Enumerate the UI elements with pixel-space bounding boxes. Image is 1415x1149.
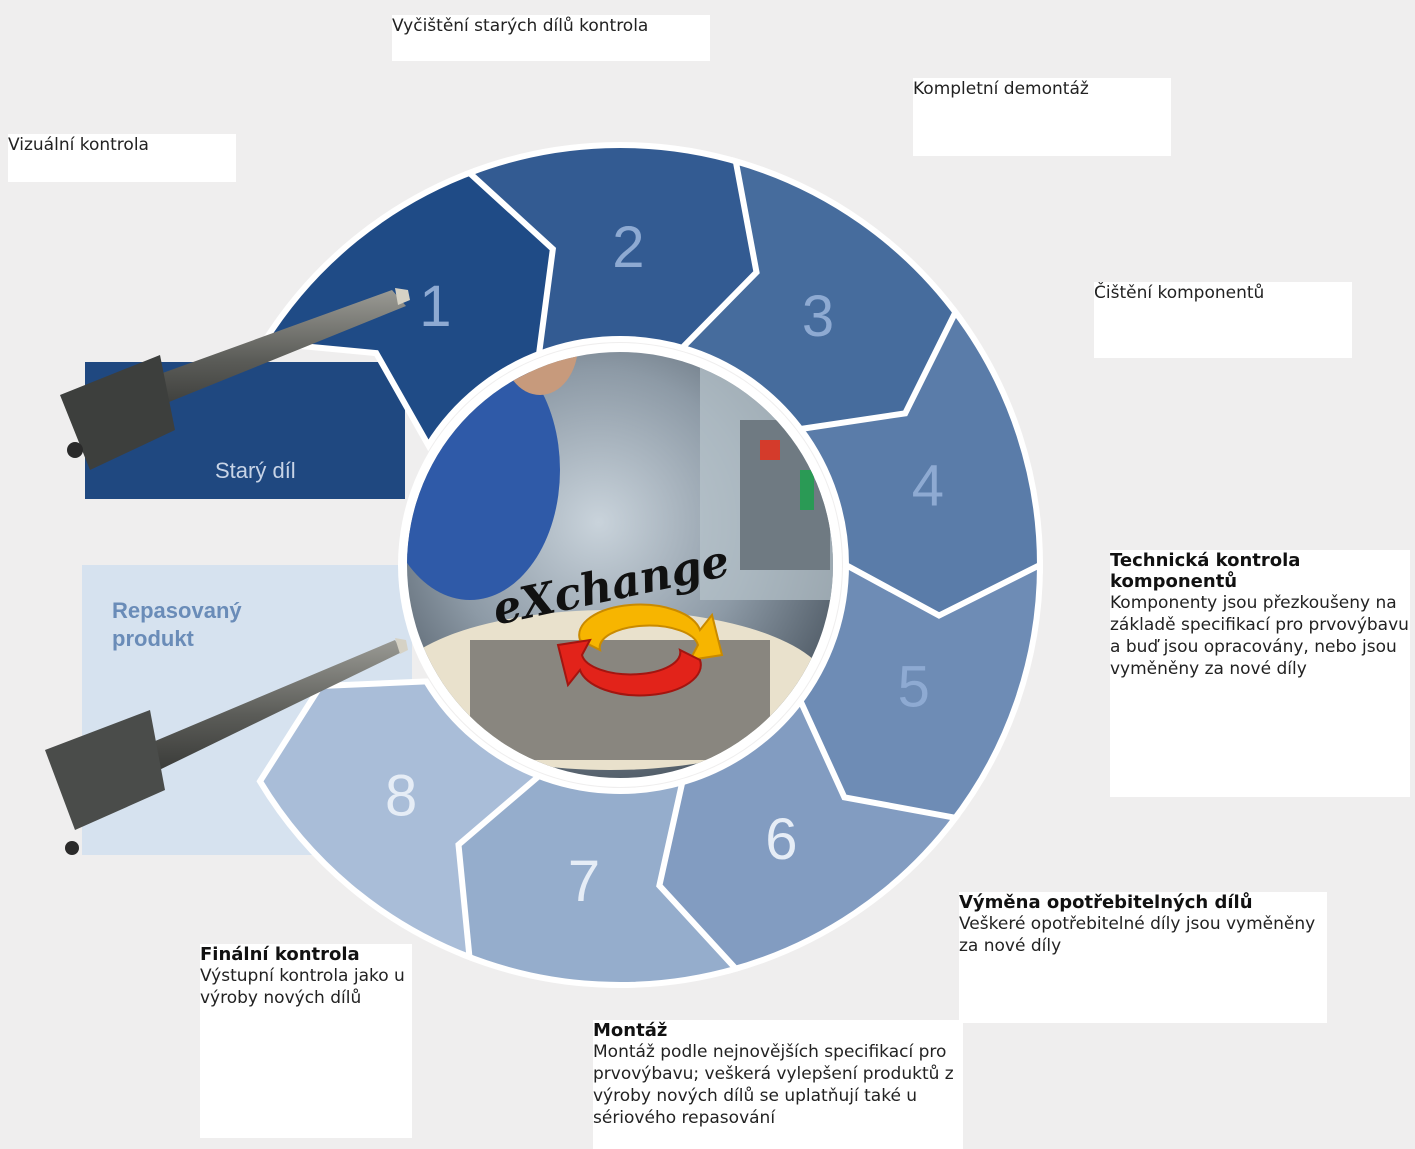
step-8-description: Výstupní kontrola jako u výroby nových d… [200,966,405,1008]
step-4-text: Čištění komponentů [1094,283,1265,303]
step-number-8: 8 [385,764,417,829]
step-8-title: Finální kontrola [200,944,360,965]
step-1-text: Vizuální kontrola [8,135,149,155]
old-part-label: Starý díl [215,458,296,483]
step-2-label: Vyčištění starých dílů kontrola [392,15,710,61]
step-7-description: Montáž podle nejnovějších specifikací pr… [593,1042,954,1128]
step-number-6: 6 [765,807,797,872]
step-number-4: 4 [912,453,944,518]
process-ring [256,142,1044,988]
step-numbers: 1 2 3 4 5 6 7 8 [385,215,944,914]
step-6-description: Veškeré opotřebitelné díly jsou vyměněny… [959,914,1316,956]
step-3-text: Kompletní demontáž [913,79,1089,99]
new-injector-image [45,638,408,855]
step-8-label: Finální kontrola Výstupní kontrola jako … [200,944,412,1138]
step-4-label: Čištění komponentů [1094,282,1352,358]
step-number-1: 1 [419,274,451,339]
step-5-label: Technická kontrola komponentů Komponenty… [1110,550,1410,797]
step-7-title: Montáž [593,1020,668,1041]
center-photo: eXchange [398,343,842,787]
remanufactured-label: Repasovaný produkt [112,598,248,651]
step-6-title: Výměna opotřebitelných dílů [959,892,1253,913]
step-number-3: 3 [802,284,834,349]
step-5-description: Komponenty jsou přezkoušeny na základě s… [1110,593,1409,679]
step-1-label: Vizuální kontrola [8,134,236,182]
step-6-label: Výměna opotřebitelných dílů Veškeré opot… [959,892,1327,1023]
ring-segment-8 [256,678,545,962]
step-5-title: Technická kontrola komponentů [1110,550,1301,592]
step-number-7: 7 [568,849,600,914]
step-number-2: 2 [612,215,644,280]
step-2-text: Vyčištění starých dílů kontrola [392,16,649,36]
step-7-label: Montáž Montáž podle nejnovějších specifi… [593,1020,963,1149]
old-injector-image [60,288,410,470]
step-3-label: Kompletní demontáž [913,78,1171,156]
step-number-5: 5 [898,655,930,720]
